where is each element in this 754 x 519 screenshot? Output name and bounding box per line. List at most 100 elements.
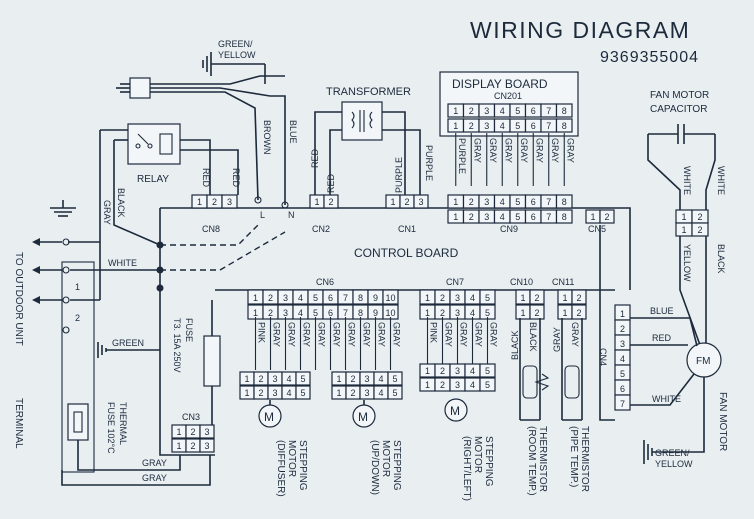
disp-wires-wire-color: GRAY xyxy=(472,138,482,163)
cn201a-pin-number: 3 xyxy=(484,106,489,116)
cn3b-pin-number: 1 xyxy=(176,441,181,451)
cn201b-pin-number: 3 xyxy=(484,121,489,131)
cn201b-pin-number: 8 xyxy=(562,121,567,131)
cn4-pin-number: 7 xyxy=(620,399,625,409)
cn6a-pin-number: 7 xyxy=(343,293,348,303)
cn201a-pin-number: 6 xyxy=(531,106,536,116)
sm1b-pin-cell xyxy=(295,385,311,400)
sm1a-pin-number: 1 xyxy=(244,374,249,384)
sm3a-pin-number: 5 xyxy=(485,366,490,376)
fuse xyxy=(203,335,221,387)
transformer xyxy=(341,101,383,141)
cn7w-wire-color: GRAY xyxy=(474,322,484,347)
cn2-pin-number: 1 xyxy=(314,197,319,207)
cn6w-wire-color: GRAY xyxy=(332,322,342,347)
cn3a-pin-number: 1 xyxy=(176,427,181,437)
purple-label-cn1-1: PURPLE xyxy=(394,157,404,193)
th1t-line: (ROOM TEMP.) xyxy=(526,426,537,496)
thermal-fuse-label2: FUSE 102°C xyxy=(106,402,116,454)
cn5-pin-number: 2 xyxy=(604,212,609,222)
ground-symbol-green xyxy=(97,342,160,358)
cn2-pin-cell xyxy=(323,194,339,209)
brown-wire-label: BROWN xyxy=(262,120,272,155)
cn10a-pin-number: 1 xyxy=(520,293,525,303)
cn8-pin-number: 2 xyxy=(212,197,217,207)
red-label-cn2-1: RED xyxy=(310,148,320,168)
capacitor-symbol xyxy=(647,124,716,210)
cn201a-pin-number: 2 xyxy=(469,106,474,116)
green-yellow-bottom-label2: YELLOW xyxy=(655,459,693,469)
white-label-right: WHITE xyxy=(652,394,681,404)
cn8-label: CN8 xyxy=(202,224,220,234)
cn3b-pin-number: 2 xyxy=(190,441,195,451)
cn4-pin-number: 6 xyxy=(620,384,625,394)
cn9a-pin-number: 3 xyxy=(484,197,489,207)
disp-wires-wire-color: GRAY xyxy=(519,138,529,163)
fan-motor-label: FAN MOTOR xyxy=(717,392,728,451)
cn11a-pin-number: 1 xyxy=(562,293,567,303)
cn201a-pin-cell xyxy=(555,103,573,118)
cn201-label: CN201 xyxy=(494,91,522,101)
motor-m-diffuser: M xyxy=(264,410,274,424)
cn3b-pin-cell xyxy=(199,438,215,453)
cn6b-pin-number: 8 xyxy=(358,308,363,318)
cn6b-pin-number: 5 xyxy=(313,308,318,318)
thermistor-room-symbol xyxy=(534,373,550,391)
cn9a-pin-number: 4 xyxy=(500,197,505,207)
sm3t-line: STEPPING xyxy=(483,436,494,487)
cn201b-pin-number: 2 xyxy=(469,121,474,131)
cn9b-pin-number: 3 xyxy=(484,212,489,222)
cn4-pin-number: 2 xyxy=(620,324,625,334)
fanconn2-pin-cell xyxy=(691,222,709,237)
relay-label: RELAY xyxy=(137,174,169,185)
ground-symbol-top xyxy=(202,52,266,84)
sm3b-pin-number: 2 xyxy=(440,380,445,390)
cn6a-pin-number: 10 xyxy=(385,293,395,303)
cn4-pin-number: 4 xyxy=(620,354,625,364)
sm1a-pin-cell xyxy=(295,371,311,386)
fan-motor-capacitor-label-1: FAN MOTOR xyxy=(650,90,709,101)
cn9b-pin-number: 8 xyxy=(562,212,567,222)
to-outdoor-unit-label: TO OUTDOOR UNIT xyxy=(13,252,24,346)
yellow-label-fan: YELLOW xyxy=(682,244,692,282)
sm3a-pin-number: 2 xyxy=(440,366,445,376)
sm2a-pin-number: 3 xyxy=(364,374,369,384)
cn9a-pin-number: 1 xyxy=(453,197,458,207)
red-wire-label-cn8-2: RED xyxy=(231,168,241,188)
cn3a-pin-cell xyxy=(199,424,215,439)
sm3b-pin-number: 4 xyxy=(470,380,475,390)
cn7w-wire-color: GRAY xyxy=(459,322,469,347)
sm3b-pin-cell xyxy=(479,377,496,392)
cn6w-wire-color: GRAY xyxy=(362,322,372,347)
terminal-label: TERMINAL xyxy=(13,398,24,449)
cn8-pin-cell xyxy=(221,194,238,209)
cn6a-pin-number: 9 xyxy=(373,293,378,303)
cn6w-wire-color: GRAY xyxy=(347,322,357,347)
cn7b-pin-number: 2 xyxy=(440,308,445,318)
th1t-line: THERMISTOR xyxy=(537,426,548,492)
sm2b-pin-cell xyxy=(387,385,403,400)
thermistor-room-label: THERMISTOR(ROOM TEMP.) xyxy=(526,426,548,496)
cn5-pin-number: 1 xyxy=(590,212,595,222)
cn6a-pin-number: 4 xyxy=(298,293,303,303)
sm1t-line: (DIFFUSER) xyxy=(275,440,286,497)
black-label-cn10-2: BLACK xyxy=(510,330,520,360)
cn6a-pin-number: 5 xyxy=(313,293,318,303)
cn6-label: CN6 xyxy=(316,277,334,287)
cn3a-pin-number: 3 xyxy=(204,427,209,437)
cn6w-wire-color: GRAY xyxy=(287,322,297,347)
sm2t-line: MOTOR xyxy=(380,440,391,477)
white-label-cap-1: WHITE xyxy=(682,166,692,195)
cn11b-pin-cell xyxy=(571,304,587,320)
fanconn1-pin-number: 1 xyxy=(681,212,686,222)
